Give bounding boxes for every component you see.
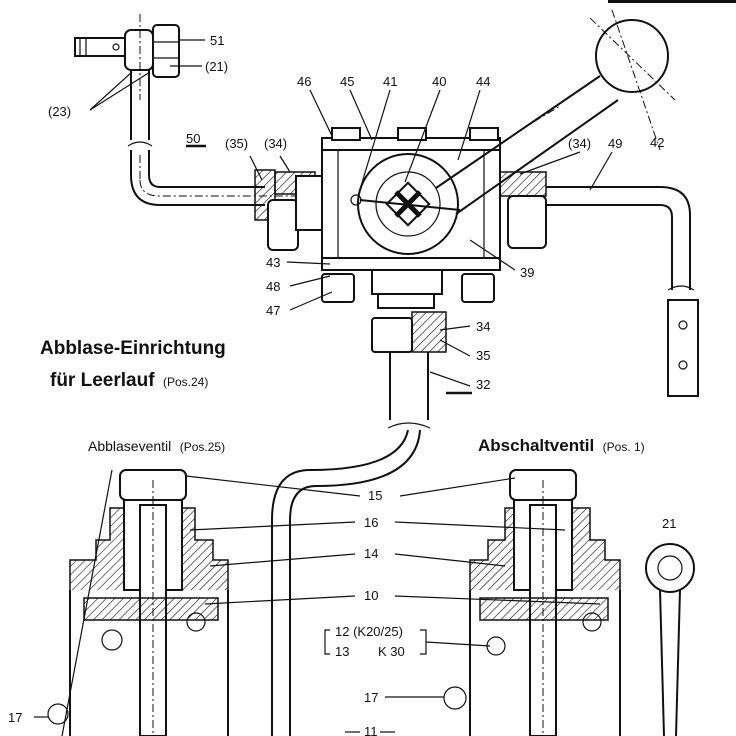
callout-39: 39 — [520, 265, 534, 280]
callout-10: 10 — [364, 588, 378, 603]
callout-34b: (34) — [568, 136, 591, 151]
blow-off-title-line1: Abblase-Einrichtung — [40, 338, 226, 359]
callout-11: 11 — [364, 724, 378, 736]
valve-block — [254, 0, 736, 309]
callout-34c: 34 — [476, 319, 490, 334]
callout-17b: 17 — [364, 690, 378, 705]
callout-15: 15 — [368, 488, 382, 503]
pipe-50 — [130, 150, 300, 206]
callout-16: 16 — [364, 515, 378, 530]
callout-50: 50 — [186, 131, 200, 146]
callout-12: 12 (K20/25) — [335, 624, 403, 639]
callout-17a: 17 — [8, 710, 22, 725]
callout-13: 13 — [335, 644, 349, 659]
callout-46: 46 — [297, 74, 311, 89]
callout-51: 51 — [210, 33, 224, 48]
eye-fitting-21 — [645, 543, 695, 736]
cutoff-valve-label: Abschaltventil — [478, 436, 594, 455]
callout-14: 14 — [364, 546, 378, 561]
callout-35b: 35 — [476, 348, 490, 363]
pipe-32 — [271, 311, 447, 736]
callout-49: 49 — [608, 136, 622, 151]
blow-off-valve — [47, 469, 229, 736]
callout-34a: (34) — [264, 136, 287, 151]
callout-42: 42 — [650, 135, 664, 150]
pipe-49 — [546, 186, 699, 397]
blow-valve-label: Abblaseventil — [88, 438, 171, 454]
callout-45: 45 — [340, 74, 354, 89]
blow-off-title-line2: für Leerlauf (Pos.24) — [50, 370, 208, 391]
cutoff-valve-pos: (Pos. 1) — [603, 440, 645, 454]
blow-valve-pos: (Pos.25) — [180, 440, 225, 454]
callout-40: 40 — [432, 74, 446, 89]
blow-off-title-text: für Leerlauf — [50, 370, 155, 391]
blow-off-title-pos: (Pos.24) — [163, 375, 208, 389]
leader-lines — [34, 39, 613, 733]
callout-23: (23) — [48, 104, 71, 119]
top-left-fitting — [74, 14, 180, 147]
callout-35a: (35) — [225, 136, 248, 151]
callout-21a: (21) — [205, 59, 228, 74]
blow-valve-title: Abblaseventil (Pos.25) — [88, 438, 225, 455]
callout-labels: 51 (21) (23) 46 45 41 40 44 42 50 (35) (… — [8, 33, 676, 736]
titles: Abblase-Einrichtung für Leerlauf (Pos.24… — [40, 338, 645, 455]
cutoff-valve-title: Abschaltventil (Pos. 1) — [478, 436, 645, 455]
callout-41: 41 — [383, 74, 397, 89]
callout-32: 32 — [476, 377, 490, 392]
cutoff-valve — [443, 469, 621, 736]
callout-47: 47 — [266, 303, 280, 318]
callout-43: 43 — [266, 255, 280, 270]
callout-21b: 21 — [662, 516, 676, 531]
callout-k30: K 30 — [378, 644, 405, 659]
callout-48: 48 — [266, 279, 280, 294]
callout-44: 44 — [476, 74, 490, 89]
